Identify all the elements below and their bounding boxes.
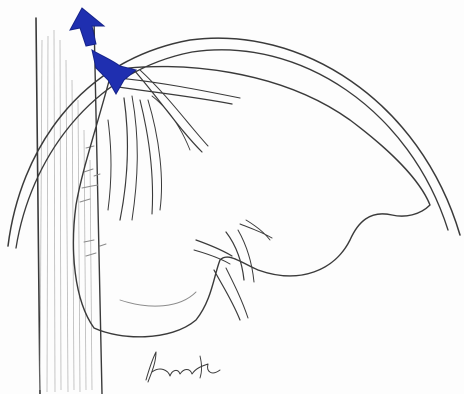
spine-column (36, 18, 106, 394)
upper-vessels (108, 70, 240, 220)
organ-outline (73, 67, 430, 337)
artist-signature (146, 352, 220, 382)
blue-arrow-icon (70, 8, 136, 94)
outer-arc (8, 38, 460, 248)
